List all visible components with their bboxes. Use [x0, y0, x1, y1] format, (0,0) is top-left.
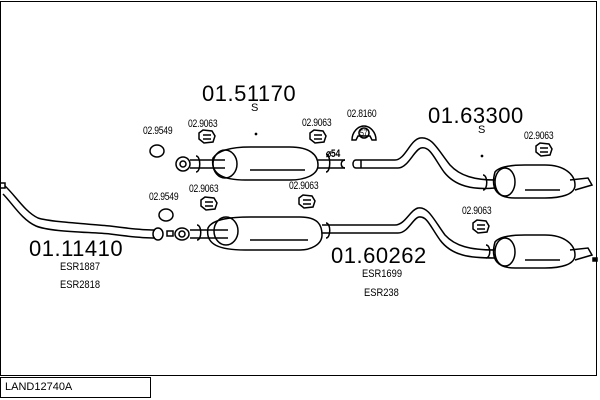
cross-reference: ESR238 — [364, 287, 399, 299]
hanger-top-icon — [351, 125, 377, 141]
upper-front-muffler — [190, 146, 319, 181]
fitting-label: 02.9063 — [188, 118, 218, 130]
diagram-code-box: LAND12740A — [0, 377, 151, 398]
clamp-bottom-left-icon — [200, 196, 218, 211]
fitting-label: 02.9549 — [143, 125, 173, 137]
upper-front-flange — [175, 156, 191, 172]
fitting-label: 02.8160 — [347, 108, 377, 120]
gasket-ring-top-icon — [149, 144, 165, 158]
gasket-ring-bottom-icon — [158, 208, 174, 222]
clamp-top-right-icon — [535, 142, 553, 157]
cross-reference: ESR1699 — [362, 268, 403, 280]
upper-rear-muffler — [482, 164, 594, 199]
lower-middle-muffler — [190, 207, 496, 259]
lower-front-flange — [174, 227, 190, 241]
fitting-label: 02.9063 — [524, 130, 554, 142]
clamp-bottom-mid-icon — [298, 194, 316, 209]
cross-reference: ESR2818 — [60, 279, 101, 291]
fitting-label: 02.9063 — [189, 183, 219, 195]
fitting-label: 02.9549 — [149, 191, 179, 203]
upper-outlet-pipe — [318, 153, 346, 173]
diameter-label: ⌀54 — [326, 148, 341, 160]
part-suffix: S — [478, 124, 486, 136]
part-suffix: S — [251, 102, 259, 114]
clamp-bottom-right-icon — [472, 219, 490, 234]
dot-marker — [480, 154, 484, 158]
lower-front-pipe — [0, 182, 174, 241]
fitting-label: 02.9063 — [289, 180, 319, 192]
cross-reference: ESR1887 — [60, 261, 101, 273]
dot-marker — [254, 132, 258, 136]
clamp-top-mid-icon — [309, 129, 327, 144]
upper-rear-pipe — [352, 137, 496, 190]
clamp-top-left-icon — [198, 129, 216, 144]
lower-rear-muffler — [485, 234, 598, 269]
fitting-label: 02.9063 — [462, 205, 492, 217]
part-number-middle: 01.60262 — [331, 243, 427, 268]
part-number-upper-front: 01.51170 — [202, 81, 297, 106]
hanger-size-label: 57 — [360, 128, 368, 138]
fitting-label: 02.9063 — [302, 117, 332, 129]
part-number-front-pipe: 01.11410 — [29, 236, 124, 261]
diagram-code: LAND12740A — [5, 381, 73, 393]
part-number-upper-rear: 01.63300 — [428, 103, 524, 128]
